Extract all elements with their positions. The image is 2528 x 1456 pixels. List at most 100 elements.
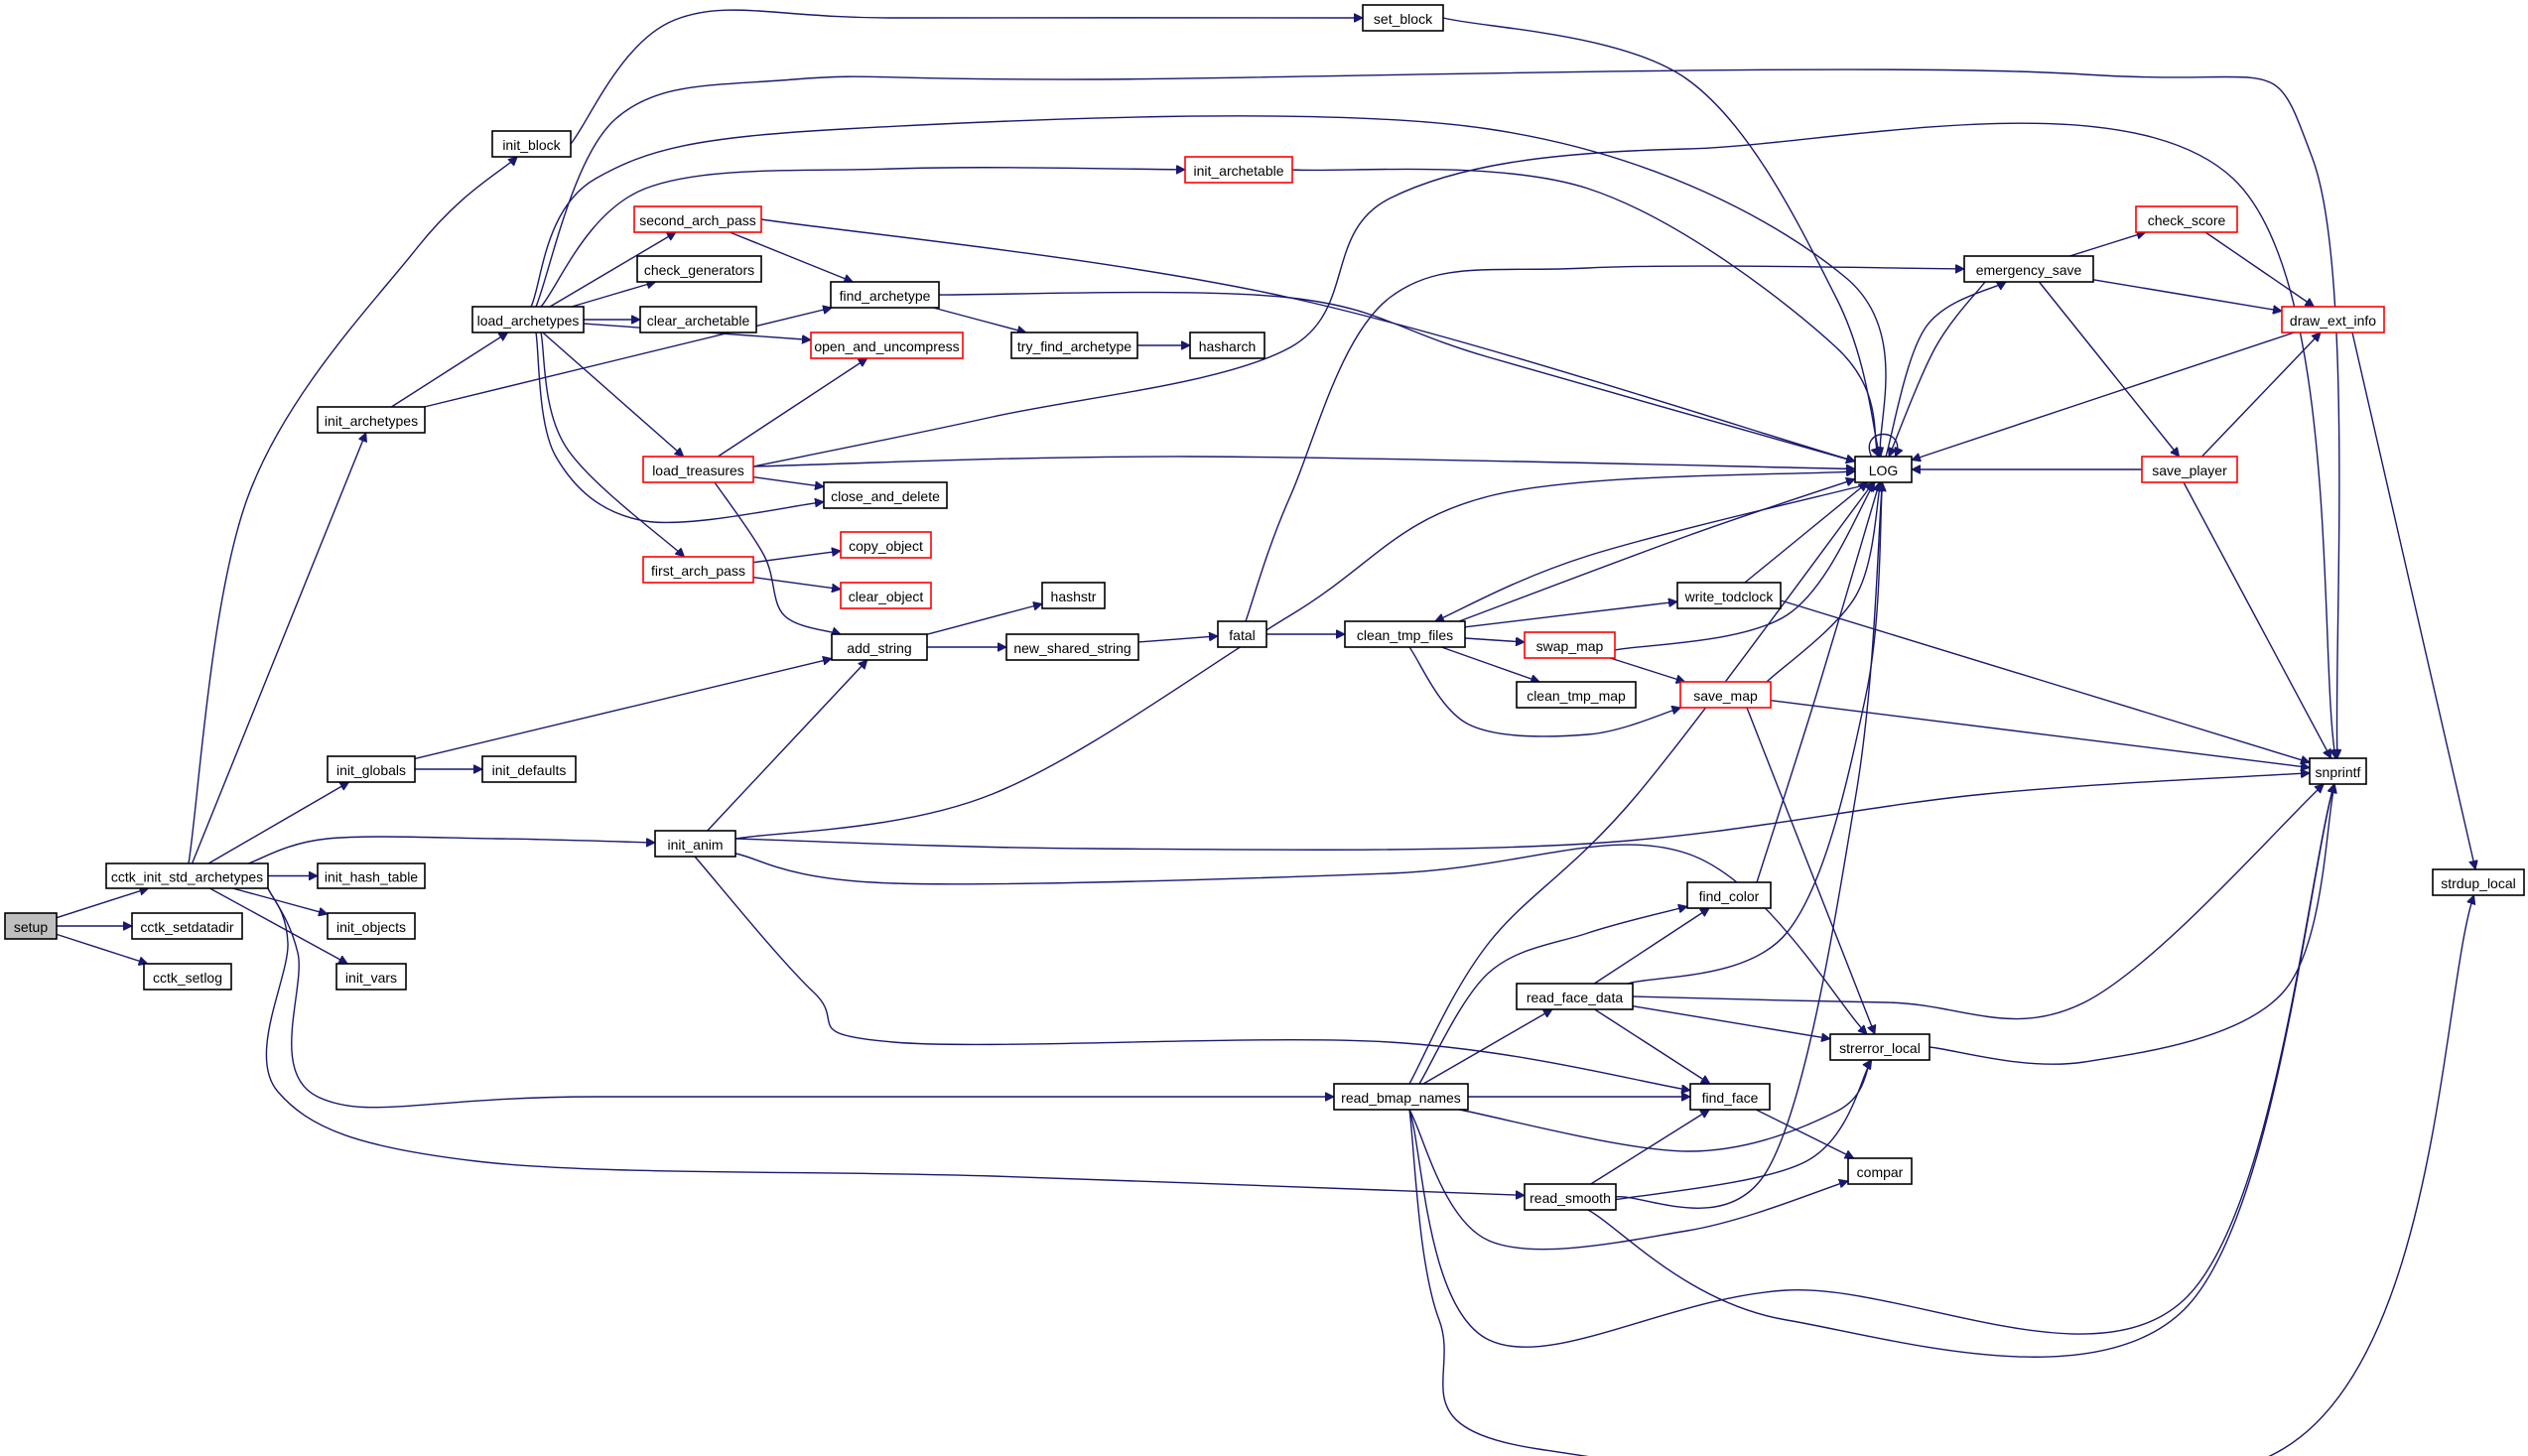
node-set_block[interactable]: set_block <box>1362 4 1444 32</box>
node-init_archetypes[interactable]: init_archetypes <box>317 406 426 434</box>
node-find_archetype[interactable]: find_archetype <box>830 281 940 309</box>
node-box[interactable] <box>1689 1083 1771 1111</box>
node-box[interactable] <box>1041 582 1106 609</box>
node-init_globals[interactable]: init_globals <box>327 755 416 783</box>
node-box[interactable] <box>1686 881 1772 909</box>
node-box[interactable] <box>636 255 762 283</box>
node-box[interactable] <box>327 755 416 783</box>
node-copy_object[interactable]: copy_object <box>840 531 932 559</box>
node-box[interactable] <box>4 912 58 940</box>
node-find_color[interactable]: find_color <box>1686 881 1772 909</box>
node-read_bmap_names[interactable]: read_bmap_names <box>1333 1083 1469 1111</box>
node-box[interactable] <box>840 582 932 609</box>
node-draw_ext_info[interactable]: draw_ext_info <box>2281 306 2385 333</box>
node-box[interactable] <box>642 456 754 483</box>
node-box[interactable] <box>1010 331 1138 359</box>
node-box[interactable] <box>810 331 964 359</box>
node-box[interactable] <box>1362 4 1444 32</box>
node-box[interactable] <box>327 912 416 940</box>
node-swap_map[interactable]: swap_map <box>1524 631 1616 659</box>
node-init_hash_table[interactable]: init_hash_table <box>317 862 426 889</box>
node-box[interactable] <box>840 531 932 559</box>
node-strdup_local[interactable]: strdup_local <box>2432 868 2525 896</box>
node-box[interactable] <box>2309 757 2367 785</box>
node-box[interactable] <box>1005 633 1139 661</box>
node-box[interactable] <box>1516 983 1634 1010</box>
node-setup[interactable]: setup <box>4 912 58 940</box>
node-box[interactable] <box>471 306 585 333</box>
node-box[interactable] <box>830 281 940 309</box>
node-box[interactable] <box>317 406 426 434</box>
node-box[interactable] <box>831 633 928 661</box>
node-box[interactable] <box>2141 456 2238 483</box>
node-box[interactable] <box>143 963 232 991</box>
node-find_face[interactable]: find_face <box>1689 1083 1771 1111</box>
node-box[interactable] <box>1184 156 1293 184</box>
node-init_block[interactable]: init_block <box>491 130 572 158</box>
node-read_face_data[interactable]: read_face_data <box>1516 983 1634 1010</box>
node-box[interactable] <box>1217 620 1267 648</box>
node-clear_object[interactable]: clear_object <box>840 582 932 609</box>
node-add_string[interactable]: add_string <box>831 633 928 661</box>
node-emergency_save[interactable]: emergency_save <box>1963 255 2094 283</box>
node-box[interactable] <box>2135 205 2238 233</box>
node-box[interactable] <box>1854 456 1913 483</box>
node-box[interactable] <box>1847 1157 1913 1185</box>
node-check_score[interactable]: check_score <box>2135 205 2238 233</box>
node-box[interactable] <box>1963 255 2094 283</box>
node-box[interactable] <box>2432 868 2525 896</box>
node-save_map[interactable]: save_map <box>1679 681 1772 709</box>
node-init_objects[interactable]: init_objects <box>327 912 416 940</box>
node-init_defaults[interactable]: init_defaults <box>481 755 577 783</box>
node-init_anim[interactable]: init_anim <box>654 830 736 858</box>
node-close_and_delete[interactable]: close_and_delete <box>823 481 948 509</box>
node-cctk_init_std_archetypes[interactable]: cctk_init_std_archetypes <box>105 862 269 889</box>
node-fatal[interactable]: fatal <box>1217 620 1267 648</box>
node-load_archetypes[interactable]: load_archetypes <box>471 306 585 333</box>
node-LOG[interactable]: LOG <box>1854 456 1913 483</box>
node-clean_tmp_map[interactable]: clean_tmp_map <box>1516 681 1637 709</box>
node-cctk_setlog[interactable]: cctk_setlog <box>143 963 232 991</box>
node-box[interactable] <box>633 205 762 233</box>
node-box[interactable] <box>639 306 757 333</box>
node-cctk_setdatadir[interactable]: cctk_setdatadir <box>131 912 243 940</box>
node-box[interactable] <box>131 912 243 940</box>
node-load_treasures[interactable]: load_treasures <box>642 456 754 483</box>
node-strerror_local[interactable]: strerror_local <box>1829 1033 1930 1061</box>
node-try_find_archetype[interactable]: try_find_archetype <box>1010 331 1138 359</box>
node-compar[interactable]: compar <box>1847 1157 1913 1185</box>
node-box[interactable] <box>1676 582 1782 609</box>
node-box[interactable] <box>654 830 736 858</box>
node-hashstr[interactable]: hashstr <box>1041 582 1106 609</box>
node-check_generators[interactable]: check_generators <box>636 255 762 283</box>
node-box[interactable] <box>1189 331 1265 359</box>
node-second_arch_pass[interactable]: second_arch_pass <box>633 205 762 233</box>
node-box[interactable] <box>823 481 948 509</box>
node-box[interactable] <box>1344 620 1466 648</box>
node-box[interactable] <box>2281 306 2385 333</box>
node-clear_archetable[interactable]: clear_archetable <box>639 306 757 333</box>
node-box[interactable] <box>1333 1083 1469 1111</box>
node-read_smooth[interactable]: read_smooth <box>1524 1183 1617 1211</box>
node-init_vars[interactable]: init_vars <box>335 963 407 991</box>
node-box[interactable] <box>642 556 754 584</box>
node-new_shared_string[interactable]: new_shared_string <box>1005 633 1139 661</box>
node-box[interactable] <box>335 963 407 991</box>
node-box[interactable] <box>1524 631 1616 659</box>
node-save_player[interactable]: save_player <box>2141 456 2238 483</box>
node-box[interactable] <box>1516 681 1637 709</box>
node-box[interactable] <box>491 130 572 158</box>
node-box[interactable] <box>105 862 269 889</box>
node-box[interactable] <box>481 755 577 783</box>
node-box[interactable] <box>1679 681 1772 709</box>
node-box[interactable] <box>1524 1183 1617 1211</box>
node-clean_tmp_files[interactable]: clean_tmp_files <box>1344 620 1466 648</box>
node-first_arch_pass[interactable]: first_arch_pass <box>642 556 754 584</box>
node-open_and_uncompress[interactable]: open_and_uncompress <box>810 331 964 359</box>
node-hasharch[interactable]: hasharch <box>1189 331 1265 359</box>
node-box[interactable] <box>1829 1033 1930 1061</box>
node-snprintf[interactable]: snprintf <box>2309 757 2367 785</box>
node-box[interactable] <box>317 862 426 889</box>
node-write_todclock[interactable]: write_todclock <box>1676 582 1782 609</box>
node-init_archetable[interactable]: init_archetable <box>1184 156 1293 184</box>
